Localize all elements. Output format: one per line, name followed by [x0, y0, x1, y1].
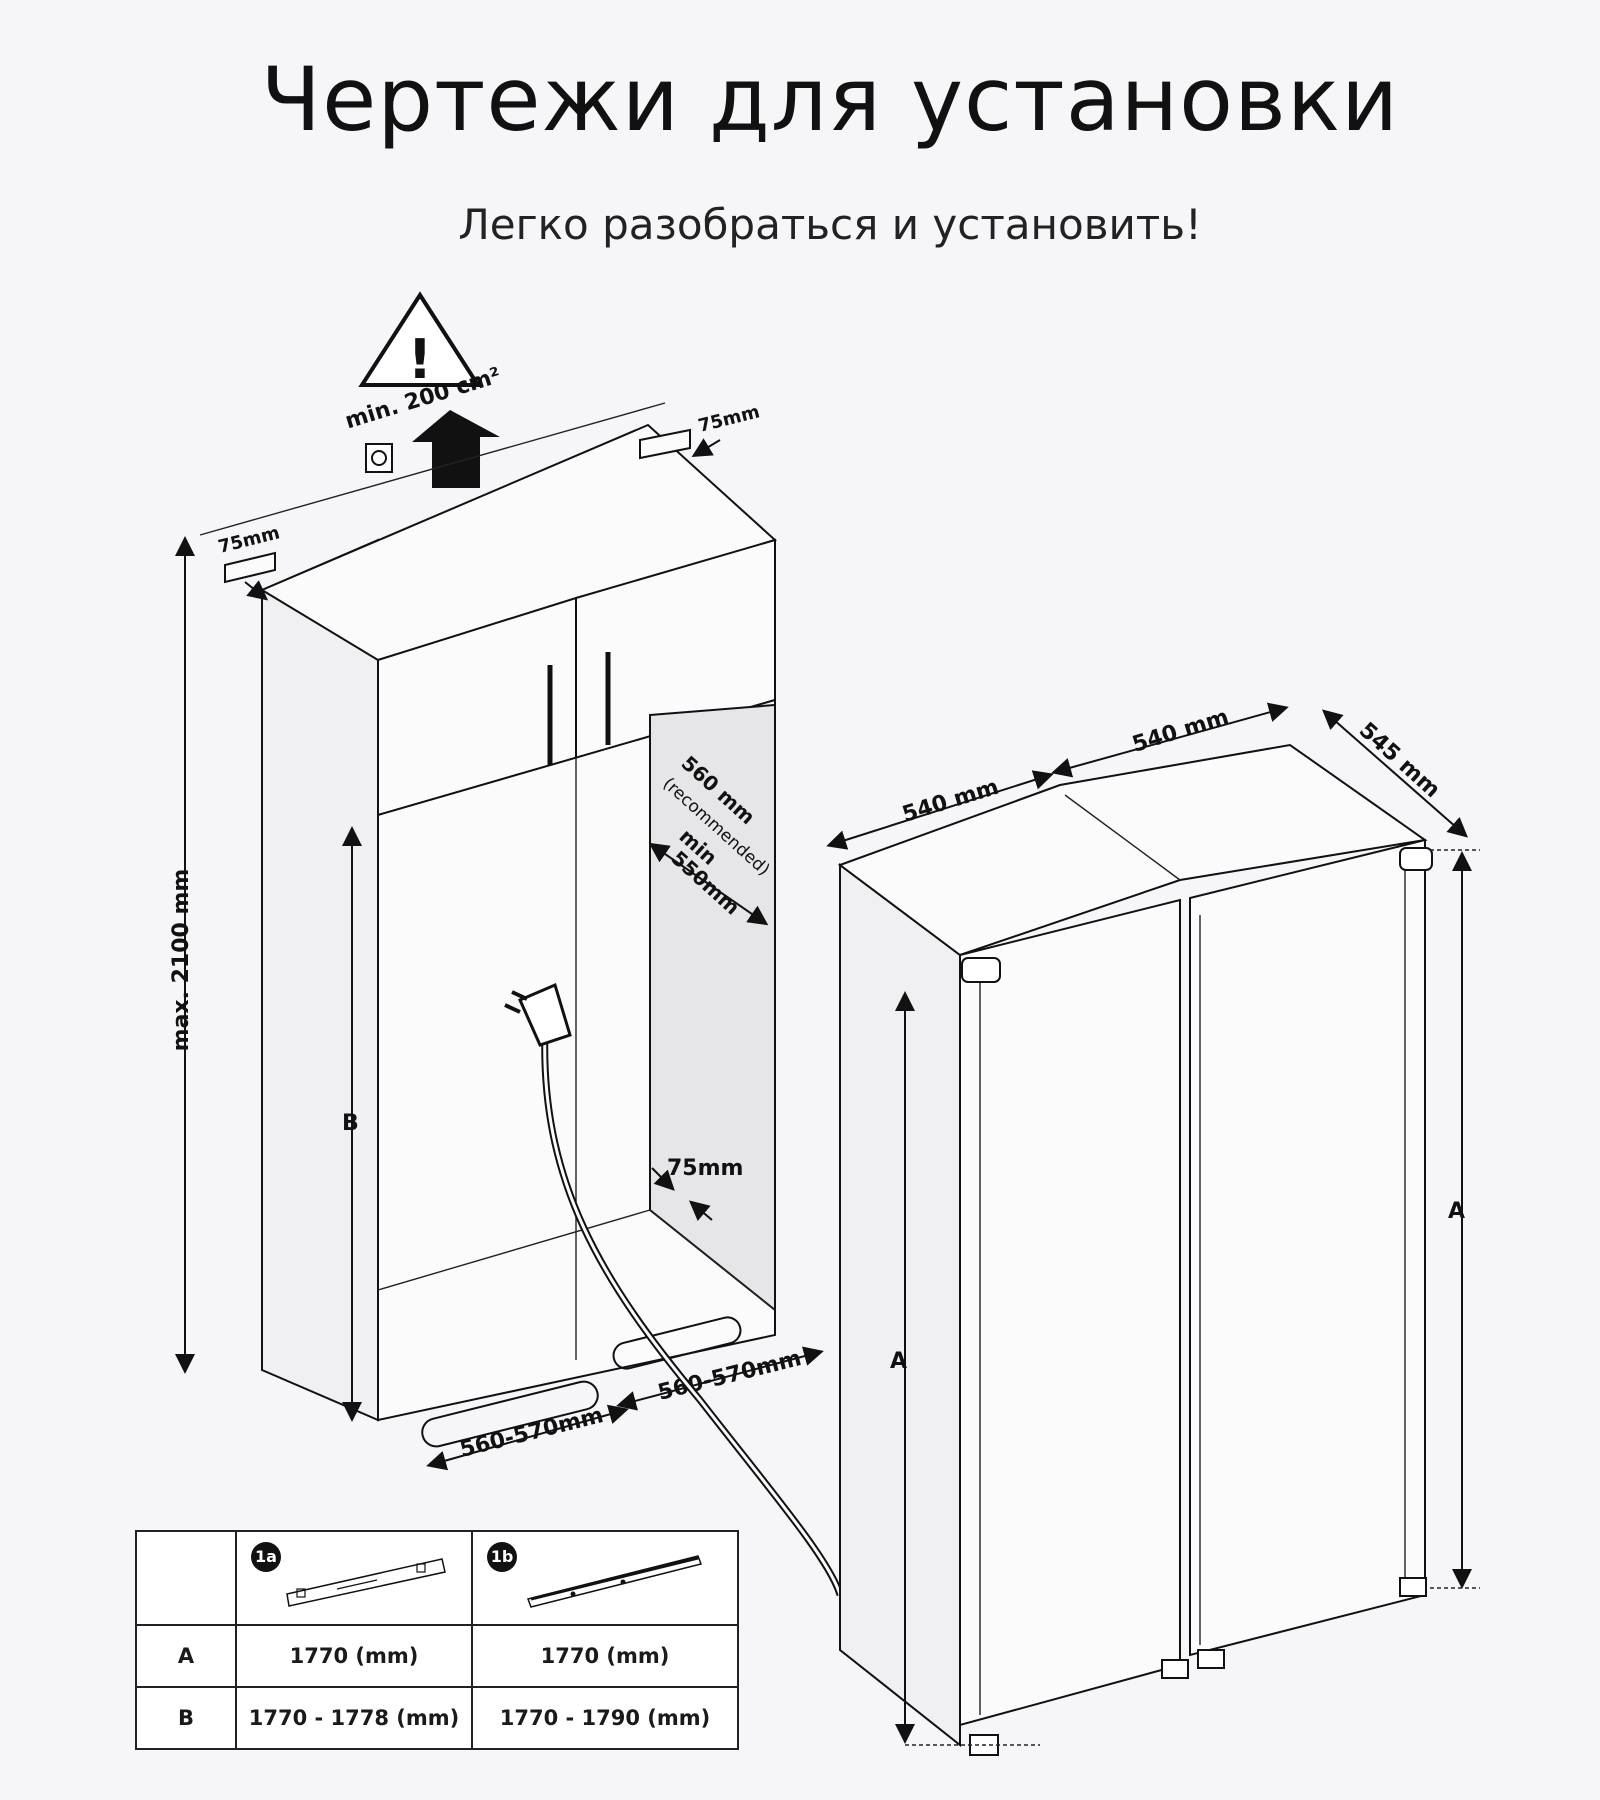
badge-1b: 1b: [487, 1542, 517, 1572]
mounting-bracket-1a-icon: [286, 1558, 446, 1607]
mounting-rail-1b-icon: [527, 1555, 702, 1608]
table-cell: 1770 - 1790 (mm): [471, 1686, 739, 1750]
page-subtitle: Легко разобраться и установить!: [458, 200, 1202, 249]
table-header-1a: 1a: [235, 1530, 473, 1626]
niche-gap-back-label: 75mm: [667, 1156, 743, 1181]
table-row-label: B: [135, 1686, 237, 1750]
ventilation-indicator: ! min. 200 cm²: [342, 291, 504, 488]
table-header-1b: 1b: [471, 1530, 739, 1626]
power-socket-icon: [365, 443, 393, 473]
fridge-width-right-label: 540 mm: [1129, 705, 1231, 758]
table-header-row: 1a 1b: [135, 1530, 739, 1626]
table-row: B 1770 - 1778 (mm) 1770 - 1790 (mm): [135, 1686, 739, 1750]
fridge-depth-label: 545 mm: [1354, 718, 1445, 803]
table-cell: 1770 (mm): [235, 1624, 473, 1688]
table-corner-cell: [135, 1530, 237, 1626]
svg-text:!: !: [408, 328, 433, 391]
niche-b-label: B: [342, 1111, 359, 1136]
spec-table: 1a 1b A 1770 (mm) 1770 (mm) B 1770 - 177…: [135, 1530, 739, 1750]
page-title: Чертежи для установки: [260, 48, 1400, 151]
table-cell: 1770 - 1778 (mm): [235, 1686, 473, 1750]
fridge-illustration: [837, 743, 1433, 1756]
cabinet-niche: [224, 423, 777, 1448]
power-plug-icon: [504, 982, 572, 1047]
niche-height-label: max. 2100 mm: [169, 869, 194, 1052]
badge-1a: 1a: [251, 1542, 281, 1572]
up-arrow-icon: [412, 410, 500, 488]
table-cell: 1770 (mm): [471, 1624, 739, 1688]
power-cable: [504, 982, 844, 1597]
niche-width-left-label: 560-570mm: [457, 1403, 606, 1463]
warning-icon: [358, 291, 482, 387]
fridge-height-left-label: A: [890, 1349, 907, 1374]
niche-gap-top-right-label: 75mm: [696, 401, 762, 437]
table-row-label: A: [135, 1624, 237, 1688]
table-row: A 1770 (mm) 1770 (mm): [135, 1624, 739, 1688]
fridge-height-right-label: A: [1448, 1199, 1465, 1224]
